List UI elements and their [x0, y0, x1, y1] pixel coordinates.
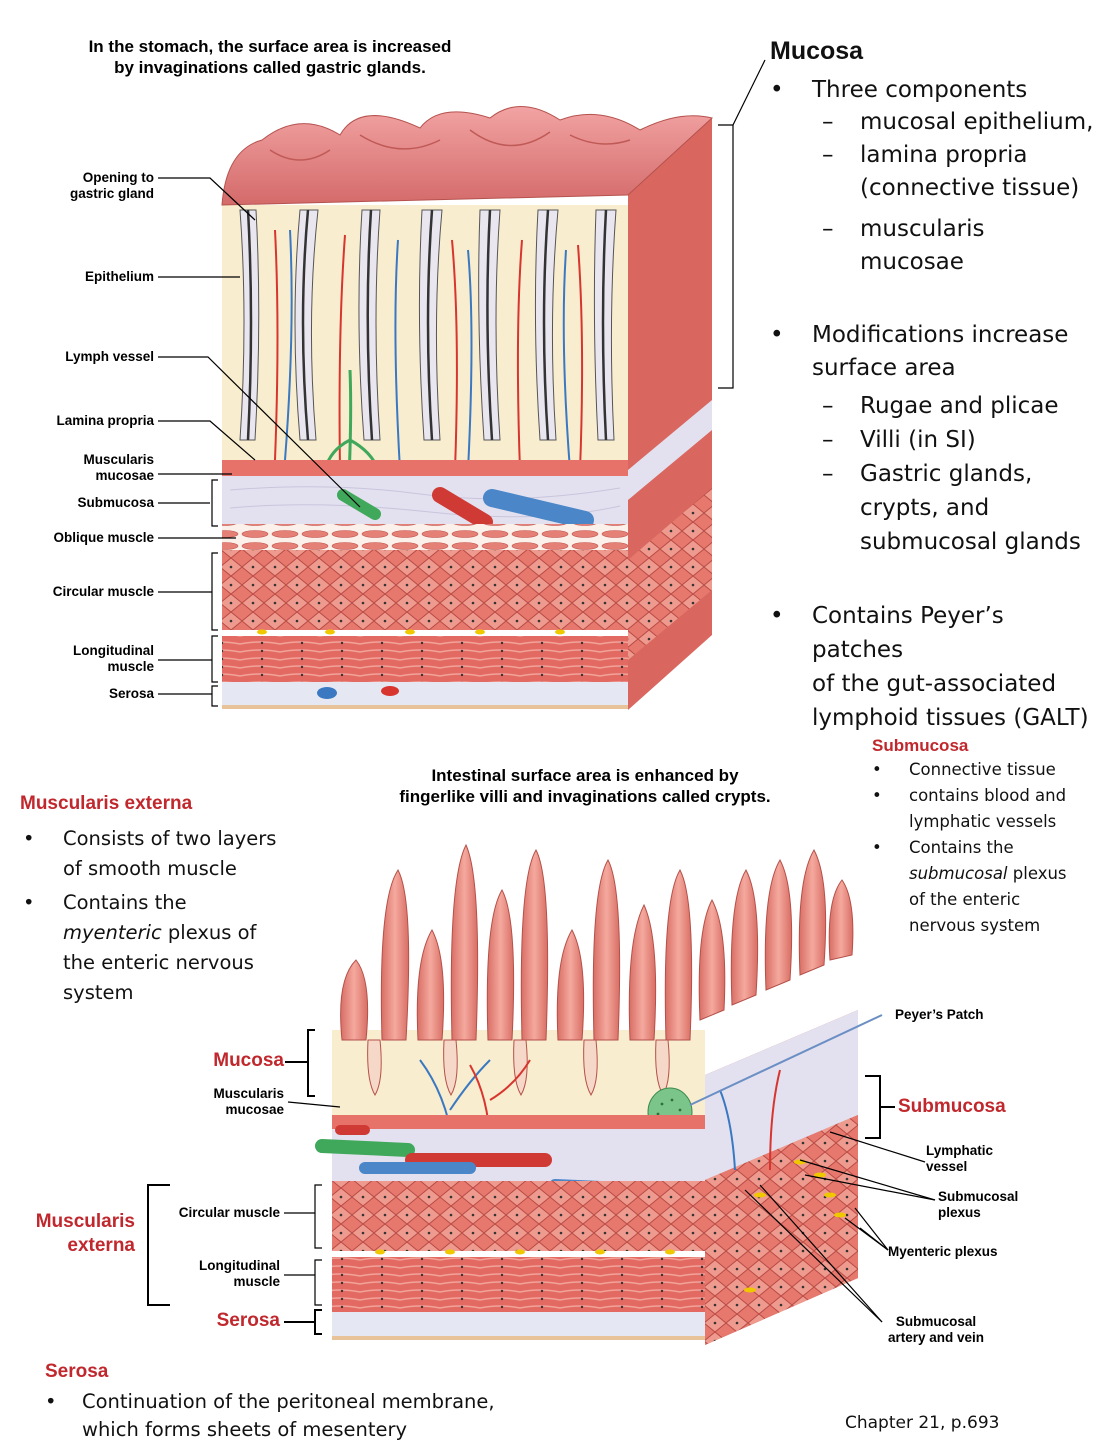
serosa-item: Continuation of the peritoneal membrane,…	[82, 1390, 495, 1441]
chapter-reference: Chapter 21, p.693	[845, 1413, 1000, 1433]
label-intestine-circular-muscle: Circular muscle	[178, 1205, 280, 1220]
label-oblique-muscle: Oblique muscle	[53, 530, 154, 545]
rugae-surface	[221, 106, 714, 206]
submucosa-heading: Submucosa	[872, 736, 969, 755]
stomach-wall-illustration	[221, 106, 714, 710]
label-lymph-vessel: Lymph vessel	[65, 349, 154, 364]
stomach-title-line: by invaginations called gastric glands.	[114, 58, 426, 77]
mucosa-sub-item: Rugae and plicae	[860, 393, 1059, 419]
mucosa-sub-item: crypts, and	[860, 495, 990, 521]
label-peyers-patch: Peyer’s Patch	[895, 1007, 984, 1022]
intestine-longitudinal-muscle	[332, 1257, 705, 1312]
mucosa-sub-item: Villi (in SI)	[860, 427, 976, 453]
mucosa-sub-item: (connective tissue)	[860, 175, 1080, 201]
stomach-serosa	[222, 682, 628, 708]
mucosa-sub-item: submucosal glands	[860, 529, 1081, 555]
muscularis-externa-panel: Muscularis externa •Consists of two laye…	[20, 792, 320, 1008]
intestine-wall-illustration	[315, 843, 858, 1345]
mucosa-sub-item: Gastric glands,	[860, 461, 1033, 487]
label-circular-muscle: Circular muscle	[52, 584, 154, 599]
label-mucosa: Mucosa	[213, 1050, 284, 1071]
mucosa-sub-item: lamina propria	[860, 142, 1028, 168]
muscularis-externa-heading: Muscularis externa	[20, 793, 193, 814]
intestine-serosa	[332, 1312, 705, 1338]
serosa-heading: Serosa	[45, 1361, 109, 1382]
label-submucosa: Submucosa	[77, 495, 154, 510]
mucosa-sub-item: muscularis mucosae	[860, 216, 985, 275]
mucosa-sub-item: mucosal epithelium,	[860, 109, 1094, 135]
label-myenteric-plexus: Myenteric plexus	[888, 1244, 998, 1259]
submucosa-panel: Submucosa •Connective tissue •contains b…	[872, 735, 1097, 939]
intestine-muscularis-mucosae	[332, 1115, 705, 1129]
mucosa-heading: Mucosa	[770, 37, 864, 65]
stomach-leader-lines	[158, 59, 766, 707]
serosa-panel: Serosa • Continuation of the peritoneal …	[45, 1360, 605, 1444]
stomach-title-line: In the stomach, the surface area is incr…	[88, 37, 452, 56]
intestine-leader-lines	[147, 1029, 936, 1335]
stomach-title: In the stomach, the surface area is incr…	[20, 36, 520, 78]
stomach-oblique-muscle	[222, 524, 628, 550]
stomach-longitudinal-muscle	[222, 636, 628, 682]
stomach-muscularis-mucosae	[222, 460, 628, 476]
stomach-circular-muscle	[222, 550, 628, 630]
label-intestine-serosa: Serosa	[216, 1310, 280, 1331]
mucosa-panel: Mucosa • Three components –mucosal epith…	[770, 36, 1095, 735]
submucosa-item: Connective tissue	[909, 760, 1056, 779]
peyers-patch-pointer	[689, 1014, 883, 1106]
intestine-circular-muscle	[332, 1181, 705, 1251]
label-serosa: Serosa	[108, 686, 154, 701]
label-epithelium: Epithelium	[84, 269, 154, 284]
label-lamina-propria: Lamina propria	[56, 413, 154, 428]
label-intestine-submucosa: Submucosa	[898, 1096, 1006, 1117]
mucosa-bullet-1: Three components	[812, 77, 1028, 103]
intestine-villi	[340, 843, 854, 1041]
